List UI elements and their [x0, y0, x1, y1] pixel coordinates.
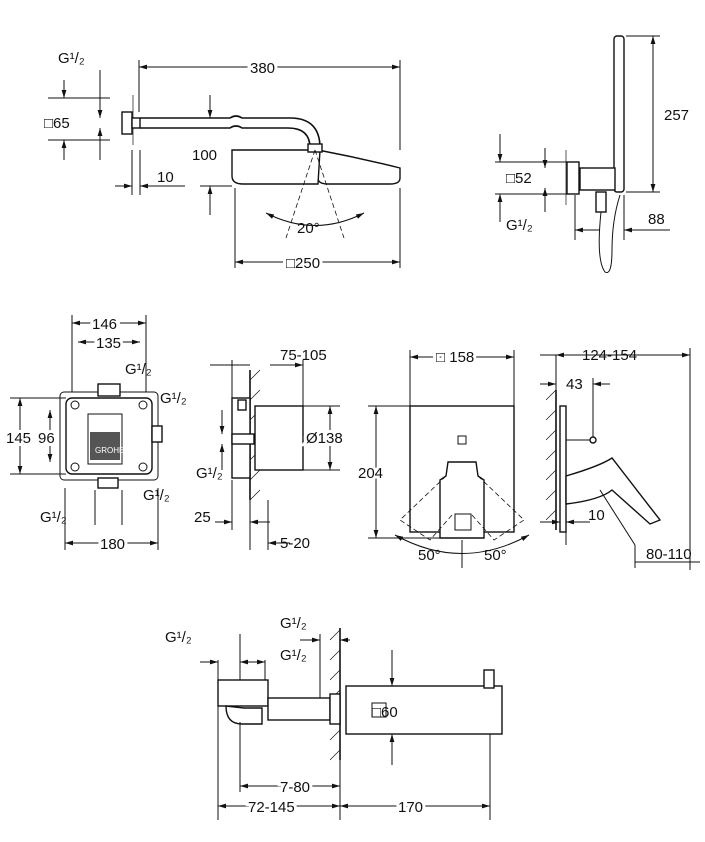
hs-flange-label: □52 — [506, 170, 532, 187]
spout-drawing — [200, 628, 503, 820]
bf-height-inner-label: 96 — [38, 430, 55, 447]
oh-arm-length-label: 380 — [250, 60, 275, 77]
ms-plate-depth-label: 10 — [588, 507, 605, 524]
hand-shower-drawing — [495, 35, 670, 274]
box-side-drawing — [210, 360, 340, 550]
mixer-side-drawing — [540, 348, 700, 570]
bf-width-total-label: 180 — [100, 536, 125, 553]
sp-size-label: □60 — [372, 704, 398, 721]
sp-thread-2-label: G¹/₂ — [280, 615, 307, 632]
sp-range-2-label: 72-145 — [248, 799, 295, 816]
hs-depth-label: 88 — [648, 211, 665, 228]
bf-width-outer-label: 146 — [92, 316, 117, 333]
sp-length-label: 170 — [398, 799, 423, 816]
grohe-logo: GROHE — [95, 446, 124, 455]
hs-thread-label: G¹/₂ — [506, 217, 533, 234]
mf-height-label: 204 — [358, 465, 383, 482]
bs-range-label: 5-20 — [280, 535, 310, 552]
mf-angle-right-label: 50° — [484, 547, 507, 564]
sp-range-1-label: 7-80 — [280, 779, 310, 796]
overhead-shower-drawing — [48, 60, 401, 268]
oh-drop-label: 100 — [192, 147, 217, 164]
bf-thread-right-label: G¹/₂ — [160, 390, 187, 407]
sp-thread-3-label: G¹/₂ — [280, 647, 307, 664]
bf-thread-bottom-right-label: G¹/₂ — [143, 487, 170, 504]
ms-depth-range-label: 124-154 — [582, 347, 637, 364]
bs-diameter-label: Ø138 — [306, 430, 343, 447]
bf-height-outer-label: 145 — [6, 430, 31, 447]
mixer-front-drawing — [368, 350, 530, 568]
mf-plate-label: □ 158 — [436, 349, 474, 366]
bf-thread-bottom-left-label: G¹/₂ — [40, 509, 67, 526]
sp-thread-1-label: G¹/₂ — [165, 629, 192, 646]
bs-depth-range-label: 75-105 — [280, 347, 327, 364]
oh-thread-label: G¹/₂ — [58, 50, 85, 67]
oh-flange-label: □65 — [44, 115, 70, 132]
bf-thread-top-label: G¹/₂ — [125, 361, 152, 378]
bf-width-inner-label: 135 — [96, 335, 121, 352]
oh-head-size-label: □250 — [286, 255, 320, 272]
hs-height-label: 257 — [664, 107, 689, 124]
ms-range-label: 80-110 — [646, 546, 692, 563]
bs-offset-label: 25 — [194, 509, 211, 526]
box-front-drawing — [10, 315, 163, 550]
oh-offset-label: 10 — [157, 169, 174, 186]
mf-angle-left-label: 50° — [418, 547, 441, 564]
ms-offset-label: 43 — [566, 376, 583, 393]
bs-thread-label: G¹/₂ — [196, 465, 223, 482]
oh-angle-label: 20° — [297, 220, 320, 237]
